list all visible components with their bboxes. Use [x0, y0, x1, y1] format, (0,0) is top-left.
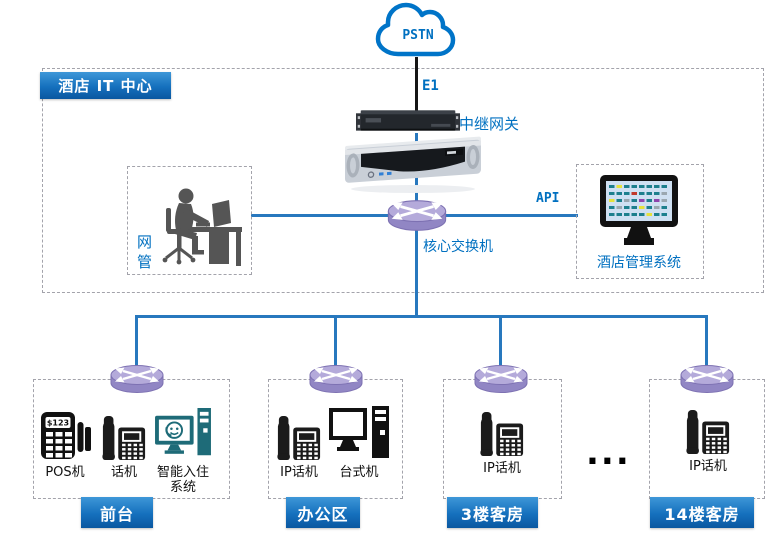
api-link-label: API: [536, 191, 560, 206]
hotel-system-monitor-icon: [600, 175, 678, 247]
admin-label: 网管: [137, 233, 153, 271]
admin-box: [127, 166, 252, 275]
device-checkin: 智能入住系统: [152, 408, 214, 496]
device-ip-phone: IP话机: [273, 414, 325, 481]
smart-checkin-icon: [155, 408, 211, 456]
hotel-system-label: 酒店管理系统: [597, 255, 681, 271]
link-drop-floor3: [499, 315, 502, 371]
device-phone: 话机: [99, 414, 149, 481]
link-drop-floor14: [705, 315, 708, 371]
access-router-icon-office: [308, 364, 364, 394]
link-distribution-bus: [136, 315, 708, 318]
pos-display-text: $123: [47, 419, 69, 428]
link-pstn-gateway: [415, 57, 418, 111]
device-label: IP话机: [280, 465, 318, 480]
pstn-label: PSTN: [402, 28, 433, 43]
group-label-front-desk: 前台: [81, 497, 153, 528]
trunk-gateway-icon: [356, 108, 460, 134]
ip-phone-icon: [277, 415, 321, 461]
it-center-title: 酒店 IT 中心: [40, 72, 171, 99]
core-switch-label: 核心交换机: [423, 239, 493, 255]
floors-ellipsis: ...: [586, 433, 631, 473]
access-router-icon-floor14: [679, 364, 735, 394]
pstn-cloud-icon: PSTN: [374, 2, 460, 60]
device-label: 话机: [110, 465, 137, 480]
group-label-office: 办公区: [286, 497, 360, 528]
group-label-floor14: 14楼客房: [650, 497, 754, 528]
trunk-gateway-label: 中继网关: [459, 115, 520, 133]
link-drop-front-desk: [135, 315, 138, 371]
server-icon: [343, 136, 483, 194]
e1-link-label: E1: [422, 78, 439, 94]
ip-phone-icon: [686, 409, 730, 455]
link-drop-office: [334, 315, 337, 371]
access-router-icon-front-desk: [109, 364, 165, 394]
hotel-system-box: [576, 164, 704, 279]
desktop-pc-icon: [329, 406, 389, 458]
ip-phone-icon: [480, 411, 524, 457]
device-label: 台式机: [339, 465, 379, 480]
device-label: IP话机: [689, 459, 727, 474]
device-label: IP话机: [483, 461, 521, 476]
device-label: 智能入住系统: [156, 465, 209, 495]
pos-terminal-icon: $123: [41, 412, 91, 459]
link-switch-distribution: [415, 230, 418, 317]
access-router-icon-floor3: [473, 364, 529, 394]
device-label: POS机: [45, 465, 85, 480]
it-center-boundary: [42, 68, 764, 293]
group-label-floor3: 3楼客房: [447, 497, 538, 528]
admin-person-icon: [152, 181, 244, 269]
device-ip-phone: IP话机: [476, 410, 528, 477]
device-pos: $123 POS机: [36, 410, 94, 481]
device-ip-phone: IP话机: [682, 408, 734, 475]
core-switch-icon: [386, 199, 448, 232]
device-desktop: 台式机: [328, 406, 390, 481]
desk-phone-icon: [102, 415, 146, 461]
